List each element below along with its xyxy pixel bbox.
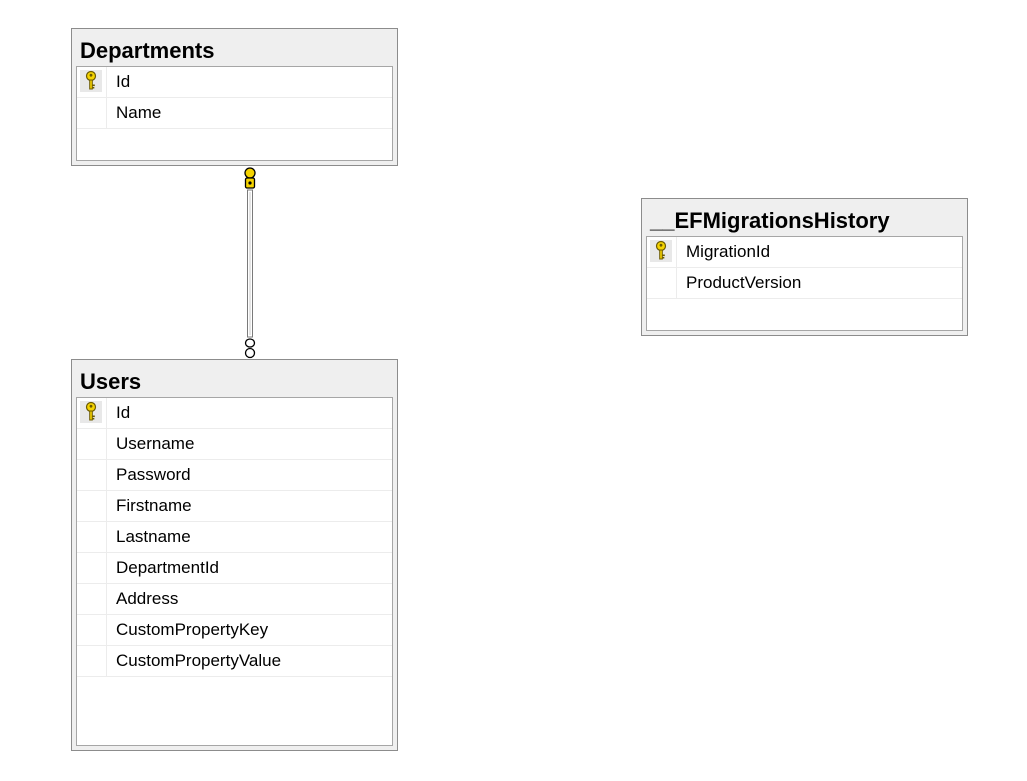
column-name: DepartmentId	[116, 558, 219, 577]
column-name: Password	[116, 465, 191, 484]
column-name: Username	[116, 434, 195, 453]
table-title: __EFMigrationsHistory	[650, 208, 890, 233]
table-columns-panel: Id Username Password Firstname Lastname …	[76, 397, 393, 746]
column-row[interactable]: Id	[77, 398, 392, 429]
column-row[interactable]: Lastname	[77, 522, 392, 553]
one-end-key-icon	[244, 167, 256, 189]
departments-table[interactable]: Departments Id	[71, 28, 398, 166]
column-row[interactable]: Username	[77, 429, 392, 460]
primary-key-icon	[80, 401, 102, 423]
table-columns-panel: MigrationId ProductVersion	[646, 236, 963, 331]
primary-key-icon	[80, 70, 102, 92]
users-table[interactable]: Users Id Username	[71, 359, 398, 751]
column-row[interactable]: Address	[77, 584, 392, 615]
column-row[interactable]: MigrationId	[647, 237, 962, 268]
column-row[interactable]: CustomPropertyKey	[77, 615, 392, 646]
column-name: Lastname	[116, 527, 191, 546]
primary-key-icon	[650, 240, 672, 262]
column-row[interactable]: Name	[77, 98, 392, 129]
column-name: Name	[116, 103, 162, 122]
column-name: CustomPropertyKey	[116, 620, 269, 639]
many-end-infinity-icon	[244, 338, 256, 359]
column-name: MigrationId	[686, 242, 771, 261]
column-name: Address	[116, 589, 179, 608]
column-row[interactable]: Id	[77, 67, 392, 98]
column-name: ProductVersion	[686, 273, 802, 292]
column-row[interactable]: Password	[77, 460, 392, 491]
column-name: Id	[116, 403, 131, 422]
column-name: Firstname	[116, 496, 192, 515]
relationship-line[interactable]	[247, 189, 253, 338]
column-row[interactable]: Firstname	[77, 491, 392, 522]
efmigrationshistory-table[interactable]: __EFMigrationsHistory MigrationId	[641, 198, 968, 336]
table-title: Users	[80, 369, 142, 394]
table-title: Departments	[80, 38, 215, 63]
table-columns-panel: Id Name	[76, 66, 393, 161]
column-row[interactable]: ProductVersion	[647, 268, 962, 299]
column-row[interactable]: CustomPropertyValue	[77, 646, 392, 677]
column-name: Id	[116, 72, 131, 91]
column-row[interactable]: DepartmentId	[77, 553, 392, 584]
column-name: CustomPropertyValue	[116, 651, 282, 670]
